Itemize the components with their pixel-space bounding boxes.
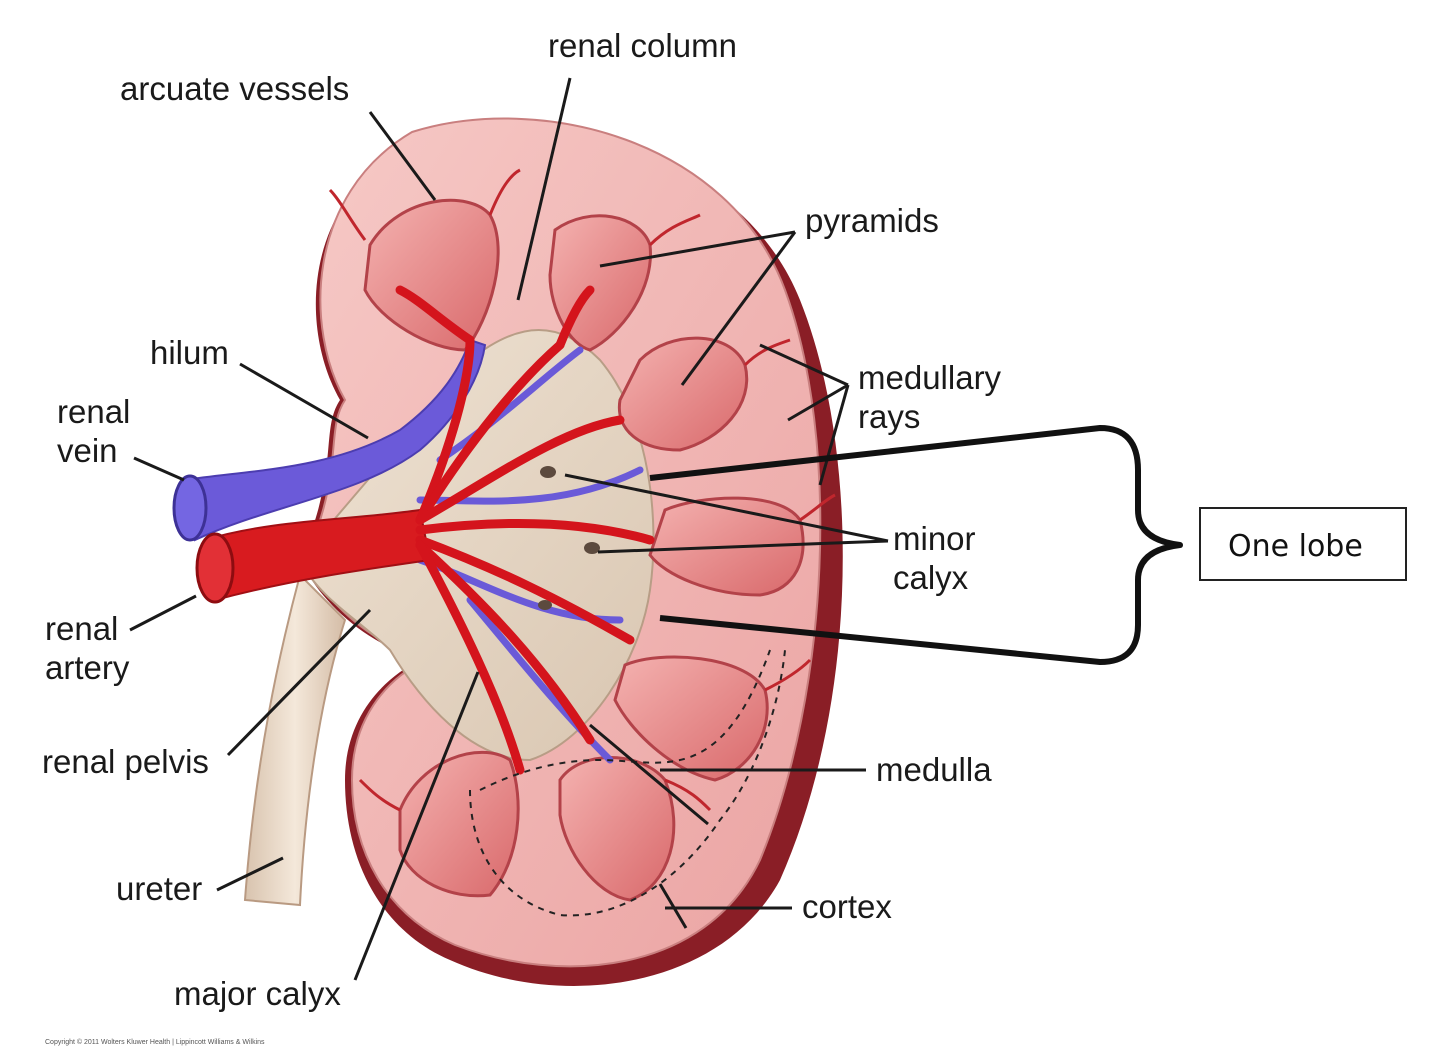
label-renal-artery-line2: artery xyxy=(45,649,130,686)
lobe-boundary-dashed xyxy=(469,649,786,917)
calyx-cups xyxy=(538,466,600,610)
pyramid xyxy=(613,655,769,782)
label-major-calyx: major calyx xyxy=(174,975,341,1012)
renal-vein-opening xyxy=(172,474,208,542)
label-minor-calyx-line1: minor xyxy=(893,520,976,557)
label-arcuate-vessels: arcuate vessels xyxy=(120,70,349,107)
label-medullary-rays-line2: rays xyxy=(858,398,920,435)
label-ureter: ureter xyxy=(116,870,202,907)
label-renal-pelvis: renal pelvis xyxy=(42,743,209,780)
pyramid xyxy=(617,336,749,452)
label-hilum: hilum xyxy=(150,334,229,371)
label-cortex: cortex xyxy=(802,888,892,925)
leader-lines xyxy=(129,77,889,981)
renal-vein-vessel xyxy=(183,338,487,542)
artery-branches xyxy=(395,285,655,775)
copyright-text: Copyright © 2011 Wolters Kluwer Health |… xyxy=(45,1038,265,1046)
renal-artery-opening xyxy=(195,532,235,604)
label-renal-artery-line1: renal xyxy=(45,610,118,647)
kidney-illustration xyxy=(172,117,843,986)
label-medullary-rays-line1: medullary xyxy=(858,359,1002,396)
lobe-bracket xyxy=(649,425,1183,665)
pyramid xyxy=(558,756,676,902)
label-pyramids: pyramids xyxy=(805,202,939,239)
label-medulla: medulla xyxy=(876,751,992,788)
label-minor-calyx-line2: calyx xyxy=(893,559,969,596)
label-renal-column: renal column xyxy=(548,27,737,64)
ureter-tube xyxy=(243,573,347,907)
label-renal-vein-line1: renal xyxy=(57,393,130,430)
labels: renal column arcuate vessels pyramids hi… xyxy=(42,27,1002,1012)
pyramid xyxy=(398,750,520,898)
pyramid xyxy=(363,198,500,352)
one-lobe-label: One lobe xyxy=(1228,529,1363,564)
label-renal-vein-line2: vein xyxy=(57,432,118,469)
one-lobe-box: One lobe xyxy=(1199,507,1407,581)
